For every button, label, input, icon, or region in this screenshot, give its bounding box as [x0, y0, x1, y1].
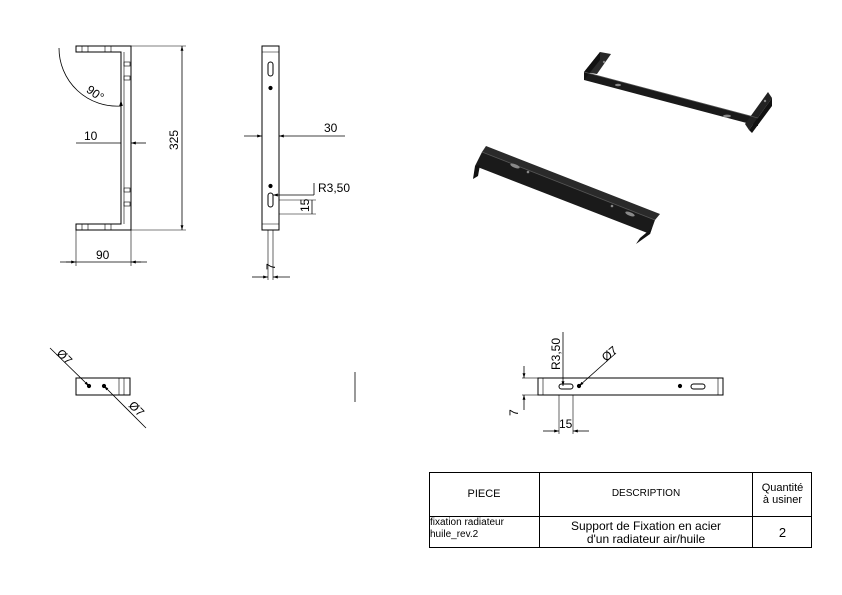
bom-row-description-line2: d'un radiateur air/huile	[586, 531, 706, 546]
angle-arc	[58, 47, 122, 107]
dim-right-height: 7	[507, 409, 521, 416]
bottom-right-view	[522, 332, 724, 434]
isometric-view-top	[583, 52, 772, 133]
bom-row-piece-line1: fixation radiateur	[430, 517, 504, 528]
dim-right-hole: Ø7	[599, 343, 621, 364]
dim-bottom-width: 7	[264, 263, 278, 270]
dim-hole-a: Ø7	[54, 346, 75, 367]
isometric-view-bottom	[473, 146, 660, 244]
bom-row-description: Support de Fixation en acier d'un radiat…	[540, 517, 752, 548]
bom-header-quantity-line2: à usiner	[762, 494, 803, 506]
dim-slot-length: 15	[298, 198, 312, 212]
bom-header-description-label: DESCRIPTION	[611, 488, 681, 499]
dim-width: 90	[96, 248, 110, 262]
bom-row-quantity-value: 2	[778, 524, 787, 540]
dim-height: 325	[167, 130, 181, 150]
bom-header-piece-label: PIECE	[467, 488, 501, 500]
dim-right-slot: 15	[559, 417, 573, 431]
dim-side-width: 30	[324, 121, 338, 135]
bottom-left-outline	[75, 377, 131, 396]
dim-angle: 90°	[84, 82, 107, 104]
dim-hole-b: Ø7	[126, 398, 147, 419]
bom-table: PIECE DESCRIPTION Quantité à usiner fixa…	[429, 472, 812, 548]
bom-row-piece: fixation radiateur huile_rev.2	[430, 517, 539, 548]
bom-header-quantity-line1: Quantité	[761, 482, 804, 494]
dim-right-radius: R3,50	[549, 338, 563, 370]
bottom-left-view	[49, 347, 147, 429]
front-view-outline	[75, 45, 132, 231]
dim-radius: R3,50	[318, 181, 350, 195]
bom-row-piece-line2: huile_rev.2	[430, 529, 479, 540]
bom-header-piece: PIECE	[429, 472, 539, 516]
side-view-outline	[261, 45, 280, 231]
bom-header-description: DESCRIPTION	[540, 472, 752, 516]
bom-header-quantity: Quantité à usiner	[753, 472, 812, 516]
side-view	[244, 45, 345, 280]
dim-thickness: 10	[84, 129, 98, 143]
bom-grid	[429, 472, 812, 548]
front-view	[58, 45, 186, 266]
bom-row-quantity: 2	[753, 517, 812, 548]
bom-row-description-line1: Support de Fixation en acier	[570, 518, 722, 533]
bottom-right-outline	[537, 377, 724, 396]
